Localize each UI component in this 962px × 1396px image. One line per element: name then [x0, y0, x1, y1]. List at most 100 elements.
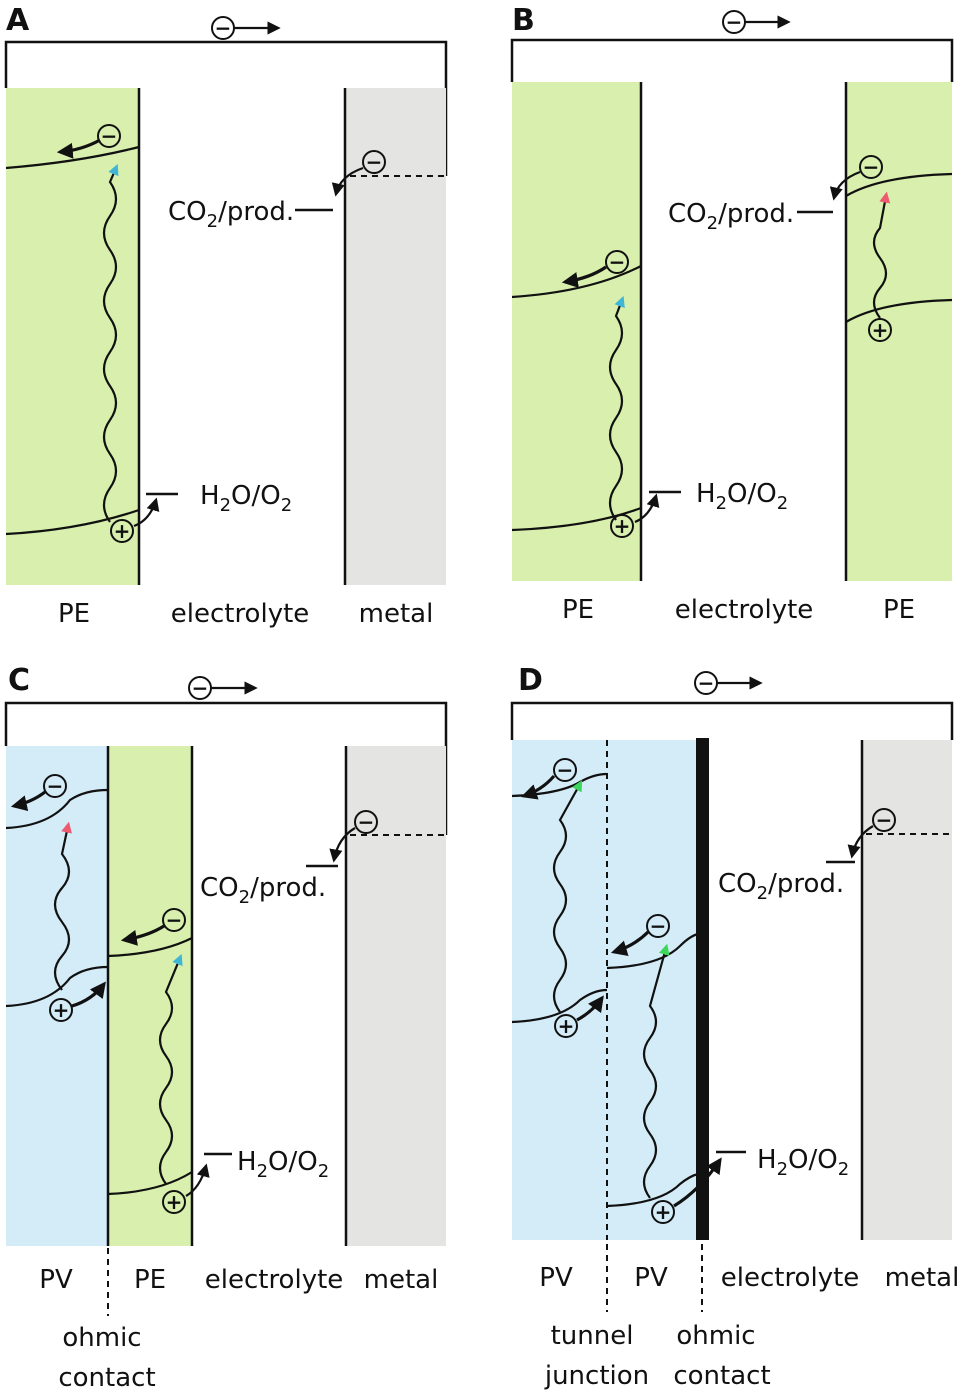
label-electrolyte: electrolyte: [721, 1263, 860, 1293]
label-metal: metal: [359, 599, 434, 629]
pe-electron-arrow: [120, 924, 165, 946]
photo-hole: +: [610, 514, 634, 538]
pe-photoanode-region: [512, 82, 641, 581]
pe-photocathode-region: [846, 82, 952, 581]
electron-icon: [605, 250, 629, 274]
pe-valence-band: [107, 1171, 193, 1196]
svg-text:−: −: [192, 676, 209, 700]
valence-band-edge: [5, 508, 140, 536]
hole-icon: [868, 318, 892, 342]
external-circuit-wire: [510, 38, 954, 82]
panel-letter-c: C: [8, 663, 30, 698]
pv-electron-arrow: [10, 790, 46, 812]
photon-absorption-wave: [608, 295, 625, 521]
valence-band-edge: [511, 506, 642, 532]
electron-flow-indicator: −: [188, 676, 258, 700]
pv1-electron: −: [553, 758, 577, 782]
panel-b: B − − + −: [510, 3, 954, 625]
svg-text:−: −: [698, 671, 715, 695]
valence-band-edge: [845, 298, 953, 323]
svg-text:+: +: [872, 318, 889, 342]
pv2-electron: −: [646, 914, 670, 938]
hole-icon: [110, 519, 134, 543]
svg-text:−: −: [863, 155, 880, 179]
photon-absorption-wave: [102, 163, 119, 523]
reduction-arrow: [847, 825, 874, 859]
label-metal: metal: [885, 1263, 960, 1293]
svg-text:+: +: [655, 1200, 672, 1224]
label-junction: junction: [544, 1361, 649, 1391]
ohmic-contact-layer: [696, 738, 709, 1240]
photon-absorption-wave: [872, 191, 891, 319]
metal-region: [346, 746, 446, 1246]
conduction-band-edge: [5, 145, 140, 170]
electron-icon: [162, 908, 186, 932]
pe-hole: +: [162, 1190, 186, 1214]
svg-text:−: −: [726, 10, 743, 34]
electron-icon: [553, 758, 577, 782]
label-pv-2: PV: [634, 1263, 668, 1293]
pv-hole-arrow: [71, 981, 106, 1008]
hole-icon: [49, 998, 73, 1022]
hole-icon: [610, 514, 634, 538]
metal-region: [862, 740, 952, 1240]
label-tunnel: tunnel: [551, 1321, 634, 1351]
electron-flow-indicator: −: [722, 10, 791, 34]
svg-text:+: +: [166, 1190, 183, 1214]
metal-electron: −: [354, 810, 378, 834]
svg-text:−: −: [215, 16, 232, 40]
electron-transfer-arrow: [56, 138, 101, 159]
electron-flow-indicator: −: [694, 671, 763, 695]
h2o-label: H2O/O2: [757, 1145, 849, 1180]
co2-label: CO2/prod.: [168, 197, 294, 232]
label-pe-left: PE: [562, 595, 594, 625]
pv2-valence-band: [606, 1172, 699, 1208]
panel-a: A − − + −: [4, 3, 448, 629]
svg-text:−: −: [876, 808, 893, 832]
hole-icon: [554, 1014, 578, 1038]
photo-electron: −: [97, 124, 121, 148]
hole-transfer-arrow: [133, 497, 160, 528]
label-pe: PE: [58, 599, 90, 629]
co2-label: CO2/prod.: [200, 873, 326, 908]
electron-icon: [43, 774, 67, 798]
label-contact: contact: [58, 1363, 155, 1393]
svg-text:+: +: [558, 1014, 575, 1038]
svg-text:−: −: [358, 810, 375, 834]
external-circuit-wire: [510, 701, 954, 740]
svg-text:−: −: [609, 250, 626, 274]
electron-icon: [859, 155, 883, 179]
svg-text:+: +: [114, 519, 131, 543]
label-contact: contact: [673, 1361, 770, 1391]
svg-text:+: +: [53, 998, 70, 1022]
pe-semiconductor-region: [6, 88, 139, 585]
pv1-electron-arrow: [520, 774, 556, 800]
panel-letter-d: D: [518, 663, 543, 698]
hole-transfer-arrow: [634, 493, 660, 524]
hole-transfer-arrow: [673, 1157, 722, 1208]
electron-icon: [872, 808, 896, 832]
photo-hole: +: [110, 519, 134, 543]
photocathode-electron: −: [859, 155, 883, 179]
label-pv: PV: [39, 1265, 73, 1295]
metal-electron: −: [362, 150, 386, 174]
pv2-electron-arrow: [610, 930, 650, 956]
pe-region: [108, 746, 192, 1246]
label-electrolyte: electrolyte: [171, 599, 310, 629]
hole-icon: [651, 1200, 675, 1224]
pv2-conduction-band: [606, 932, 699, 970]
svg-text:−: −: [557, 758, 574, 782]
photon-absorption-wave-green: [642, 943, 670, 1199]
pv1-hole: +: [554, 1014, 578, 1038]
pe-electron: −: [162, 908, 186, 932]
svg-text:−: −: [650, 914, 667, 938]
conduction-band-edge: [511, 265, 642, 299]
panel-letter-b: B: [512, 3, 535, 38]
h2o-label: H2O/O2: [200, 481, 292, 516]
co2-label: CO2/prod.: [718, 869, 844, 904]
electron-transfer-arrow: [561, 265, 607, 288]
electron-icon: [646, 914, 670, 938]
label-pe-right: PE: [883, 595, 915, 625]
h2o-label: H2O/O2: [696, 479, 788, 514]
